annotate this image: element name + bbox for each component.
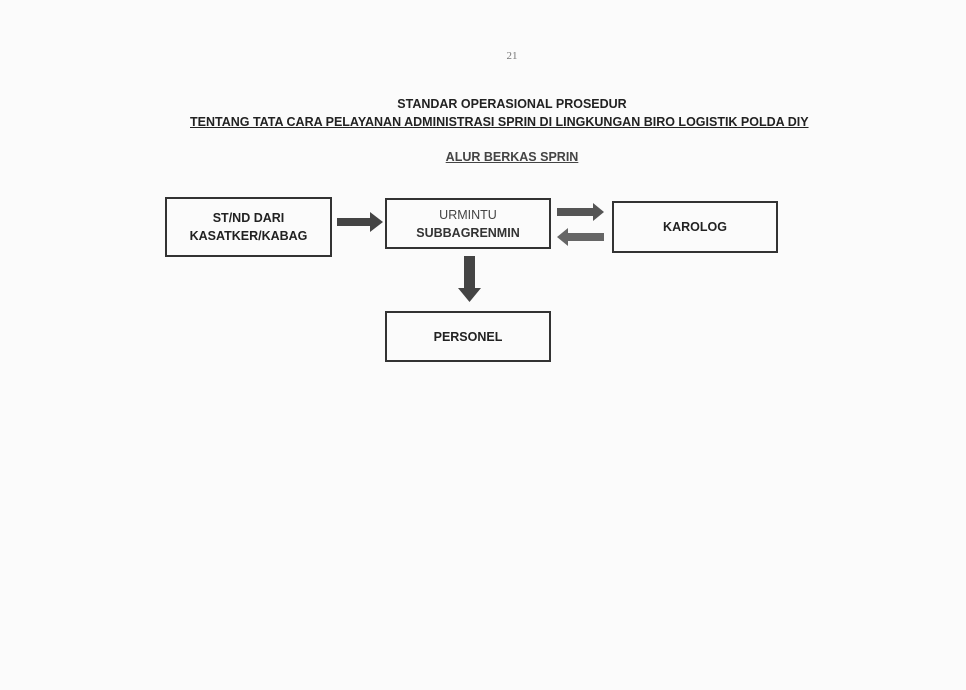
node-personel: PERSONEL [385, 311, 551, 362]
section-title: ALUR BERKAS SPRIN [445, 150, 579, 164]
node-karolog-label: KAROLOG [663, 220, 727, 234]
node-karolog: KAROLOG [612, 201, 778, 253]
node-source: ST/ND DARI KASATKER/KABAG [165, 197, 332, 257]
node-urmintu: URMINTU SUBBAGRENMIN [385, 198, 551, 249]
document-subtitle: TENTANG TATA CARA PELAYANAN ADMINISTRASI… [190, 115, 809, 129]
arrow-urmintu-to-personel [458, 256, 481, 302]
arrow-karolog-to-urmintu [557, 228, 604, 246]
node-personel-label: PERSONEL [433, 329, 503, 344]
arrow-urmintu-to-karolog [557, 203, 604, 221]
document-title: STANDAR OPERASIONAL PROSEDUR [397, 97, 627, 111]
node-source-line1: ST/ND DARI [212, 211, 285, 225]
node-urmintu-line1: URMINTU [439, 207, 497, 222]
page-number: 21 [506, 50, 518, 62]
node-urmintu-line2: SUBBAGRENMIN [416, 225, 520, 240]
arrow-source-to-urmintu [337, 212, 383, 232]
node-source-line2: KASATKER/KABAG [189, 229, 308, 243]
